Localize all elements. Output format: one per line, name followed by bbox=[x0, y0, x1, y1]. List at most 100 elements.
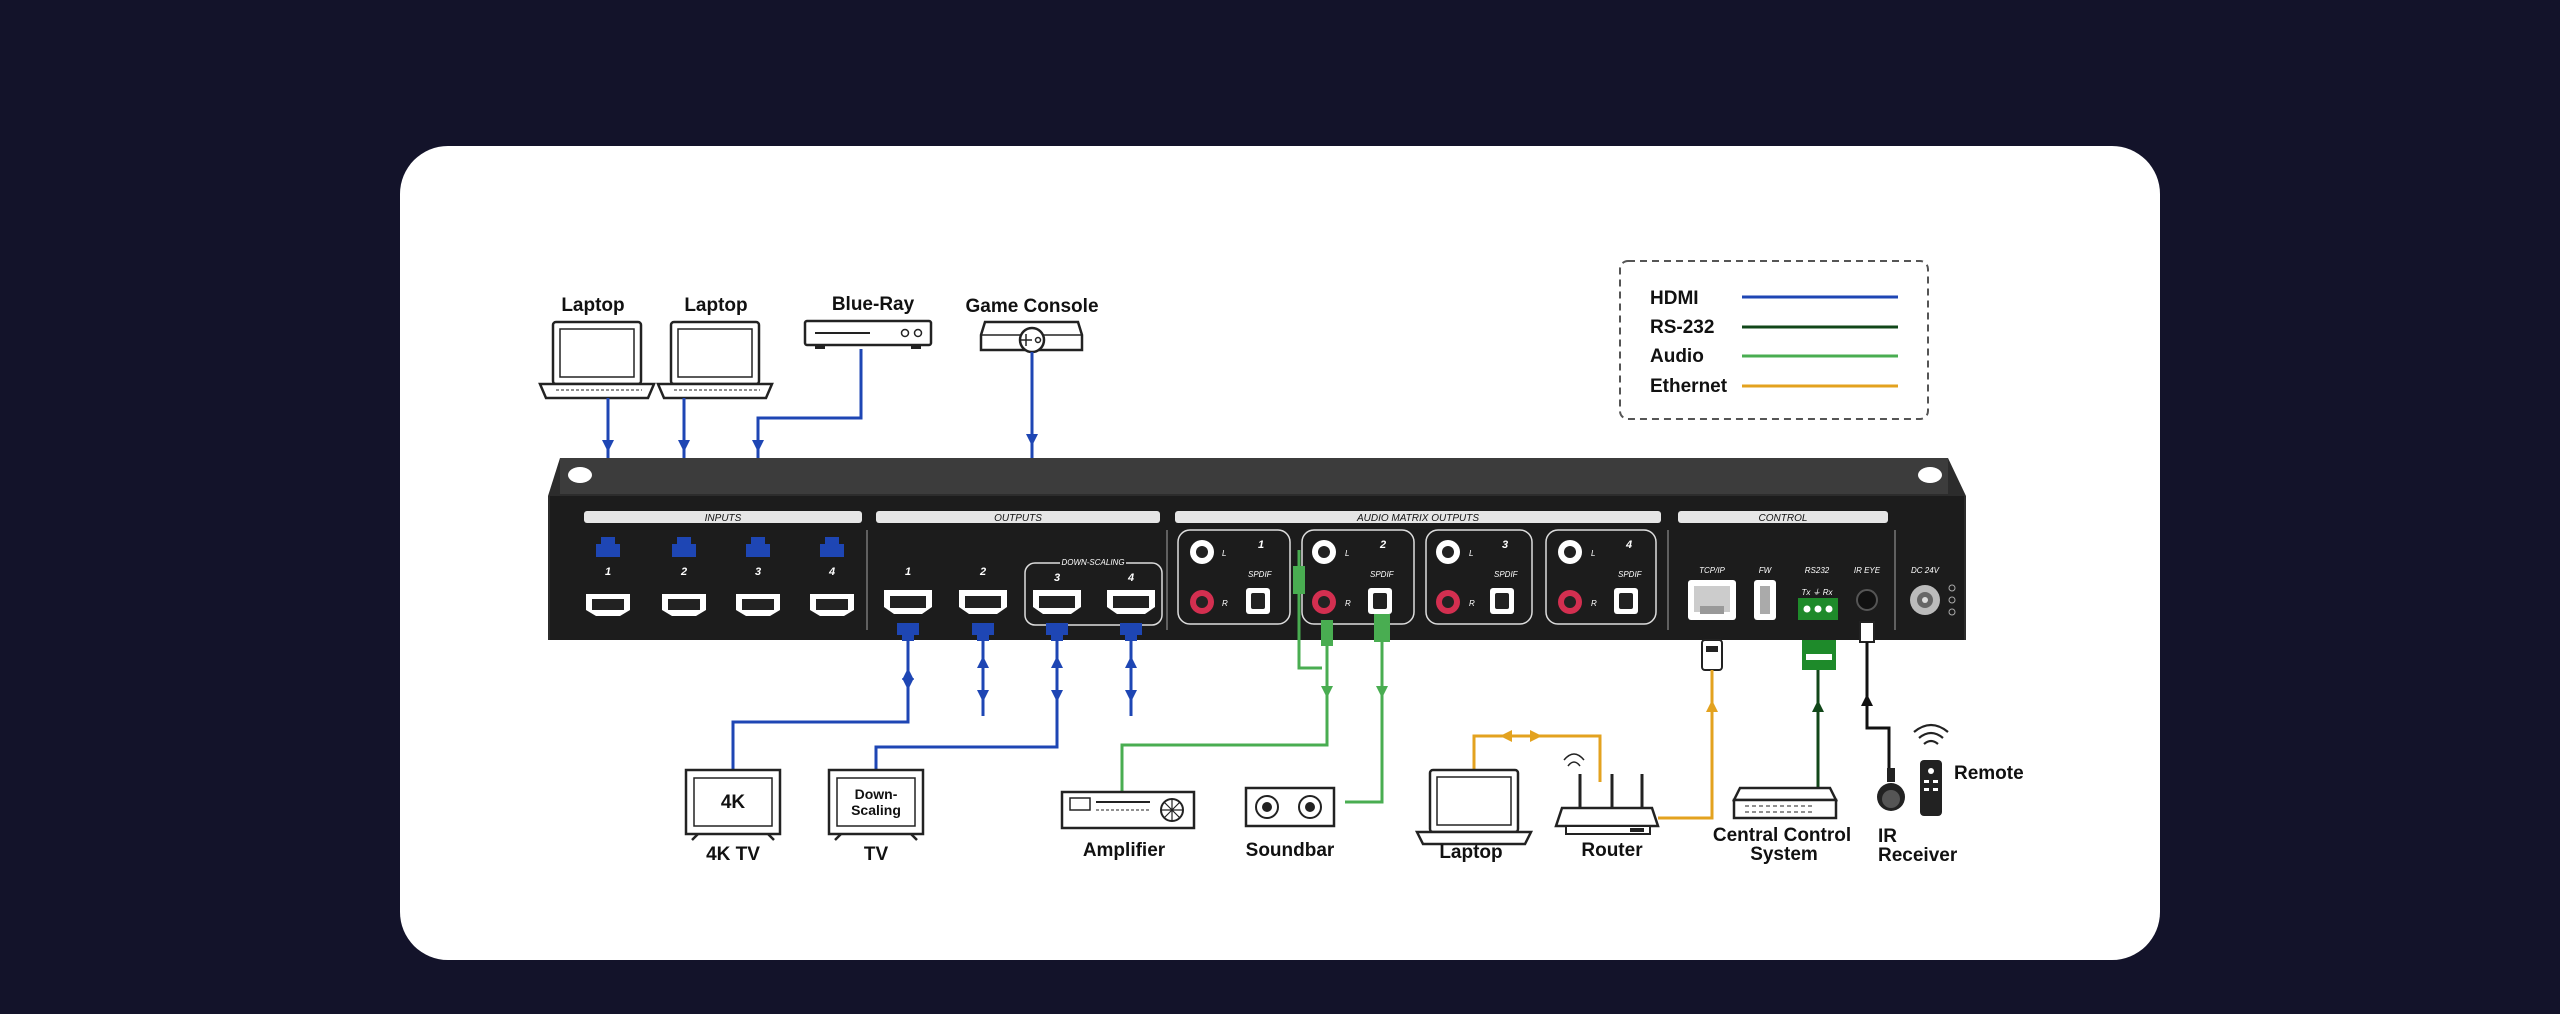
audio-output-group-3: L R 3 SPDIF bbox=[1425, 529, 1533, 625]
svg-text:Tx ⏚ Rx: Tx ⏚ Rx bbox=[1801, 588, 1833, 597]
amplifier-label: Amplifier bbox=[1083, 840, 1166, 861]
control-header: CONTROL bbox=[1759, 513, 1808, 524]
control-system-icon bbox=[1731, 786, 1839, 802]
source-bluray: Blue-Ray bbox=[803, 294, 933, 349]
svg-text:SPDIF: SPDIF bbox=[1370, 570, 1395, 579]
ccs-label-line-2: System bbox=[1750, 844, 1818, 865]
svg-text:3: 3 bbox=[755, 566, 761, 578]
svg-text:3: 3 bbox=[1502, 539, 1508, 551]
tv-icon bbox=[684, 768, 782, 836]
source-laptop-1: Laptop bbox=[538, 295, 656, 400]
signal-icon bbox=[1913, 723, 1949, 745]
legend: HDMI RS-232 Audio Ethernet bbox=[1619, 260, 1929, 420]
audio-cables bbox=[1120, 550, 1390, 804]
input-port-2: 2 bbox=[662, 537, 706, 616]
remote-label: Remote bbox=[1954, 763, 2024, 784]
svg-text:RS232: RS232 bbox=[1805, 566, 1830, 575]
legend-audio-label: Audio bbox=[1650, 346, 1704, 367]
wifi-icon bbox=[1563, 753, 1585, 767]
svg-text:2: 2 bbox=[680, 566, 687, 578]
ir-receiver-label-line-2: Receiver bbox=[1878, 845, 1958, 866]
output-port-2: 2 bbox=[959, 566, 1007, 641]
soundbar-label: Soundbar bbox=[1246, 840, 1335, 861]
svg-text:SPDIF: SPDIF bbox=[1494, 570, 1519, 579]
remote-icon bbox=[1920, 760, 1942, 816]
svg-text:1: 1 bbox=[905, 566, 911, 578]
tv-screen-line-1: Down- bbox=[855, 786, 898, 802]
svg-text:4: 4 bbox=[828, 566, 835, 578]
audio-output-group-2: L R 2 SPDIF bbox=[1301, 529, 1415, 625]
svg-text:L: L bbox=[1222, 549, 1226, 558]
laptop-icon bbox=[1428, 768, 1520, 834]
output-port-1: 1 bbox=[884, 566, 932, 641]
audio-output-group-1: L R 1 SPDIF bbox=[1177, 529, 1291, 625]
svg-text:R: R bbox=[1469, 599, 1475, 608]
control-cables bbox=[1472, 621, 1891, 820]
sink-4k-tv: 4K 4K TV bbox=[684, 768, 782, 865]
fw-usb-port: FW bbox=[1754, 566, 1776, 620]
svg-text:R: R bbox=[1591, 599, 1597, 608]
soundbar-icon bbox=[1244, 786, 1336, 828]
rack-ear-hole bbox=[1918, 467, 1942, 483]
tcpip-port: TCP/IP bbox=[1688, 566, 1736, 620]
source-laptop-1-label: Laptop bbox=[561, 295, 624, 316]
rack-ear-hole bbox=[568, 467, 592, 483]
svg-text:L: L bbox=[1345, 549, 1349, 558]
svg-text:4: 4 bbox=[1127, 572, 1134, 584]
rs232-port: RS232 Tx ⏚ Rx bbox=[1798, 566, 1838, 620]
ir-eye-port: IR EYE bbox=[1854, 566, 1881, 611]
source-laptop-2-label: Laptop bbox=[684, 295, 747, 316]
tv-4k-label: 4K TV bbox=[706, 844, 760, 865]
sink-tv: Down- Scaling TV bbox=[827, 768, 925, 865]
svg-text:R: R bbox=[1222, 599, 1228, 608]
svg-text:SPDIF: SPDIF bbox=[1618, 570, 1643, 579]
sink-laptop: Laptop bbox=[1414, 768, 1534, 863]
svg-text:TCP/IP: TCP/IP bbox=[1699, 566, 1725, 575]
tv-icon bbox=[827, 768, 925, 836]
ir-receiver-label-line-1: IR bbox=[1878, 826, 1897, 847]
laptop-icon bbox=[669, 320, 761, 386]
svg-text:1: 1 bbox=[605, 566, 611, 578]
remote-control: Remote bbox=[1913, 723, 2024, 816]
svg-text:1: 1 bbox=[1258, 539, 1264, 551]
matrix-switcher-rear-panel: INPUTS OUTPUTS AUDIO MATRIX OUTPUTS CONT… bbox=[548, 458, 1966, 641]
sink-soundbar: Soundbar bbox=[1244, 786, 1336, 861]
legend-rs232-label: RS-232 bbox=[1650, 317, 1714, 338]
sink-router: Router bbox=[1554, 753, 1660, 861]
router-icon bbox=[1554, 806, 1660, 828]
sink-amplifier: Amplifier bbox=[1060, 790, 1196, 861]
legend-ethernet-label: Ethernet bbox=[1650, 376, 1728, 397]
audio-output-group-4: L R 4 SPDIF bbox=[1545, 529, 1657, 625]
legend-hdmi-label: HDMI bbox=[1650, 288, 1699, 309]
svg-text:SPDIF: SPDIF bbox=[1248, 570, 1273, 579]
output-port-3: 3 bbox=[1033, 572, 1081, 641]
input-port-3: 3 bbox=[736, 537, 780, 616]
svg-text:3: 3 bbox=[1054, 572, 1060, 584]
input-port-4: 4 bbox=[810, 537, 854, 616]
sink-ir-receiver: IR Receiver bbox=[1877, 768, 1958, 866]
ccs-label-line-1: Central Control bbox=[1713, 825, 1851, 846]
svg-text:L: L bbox=[1591, 549, 1595, 558]
inputs-header: INPUTS bbox=[705, 513, 742, 524]
svg-text:FW: FW bbox=[1759, 566, 1773, 575]
svg-text:4: 4 bbox=[1625, 539, 1632, 551]
laptop-label: Laptop bbox=[1439, 842, 1502, 863]
laptop-icon bbox=[551, 320, 643, 386]
source-console-label: Game Console bbox=[965, 296, 1098, 317]
outputs-header: OUTPUTS bbox=[994, 513, 1042, 524]
tv-screen-line-2: Scaling bbox=[851, 802, 901, 818]
hdmi-output-cables bbox=[731, 641, 1137, 770]
tv-label: TV bbox=[864, 844, 889, 865]
svg-text:L: L bbox=[1469, 549, 1473, 558]
svg-text:R: R bbox=[1345, 599, 1351, 608]
svg-text:2: 2 bbox=[1379, 539, 1386, 551]
svg-text:2: 2 bbox=[979, 566, 986, 578]
source-game-console: Game Console bbox=[965, 296, 1099, 354]
svg-text:IR EYE: IR EYE bbox=[1854, 566, 1881, 575]
audio-matrix-header: AUDIO MATRIX OUTPUTS bbox=[1356, 513, 1479, 524]
source-bluray-label: Blue-Ray bbox=[832, 294, 915, 315]
tv-4k-screen-text: 4K bbox=[721, 792, 746, 813]
router-label: Router bbox=[1581, 840, 1643, 861]
dc-power-port: DC 24V bbox=[1910, 566, 1956, 616]
